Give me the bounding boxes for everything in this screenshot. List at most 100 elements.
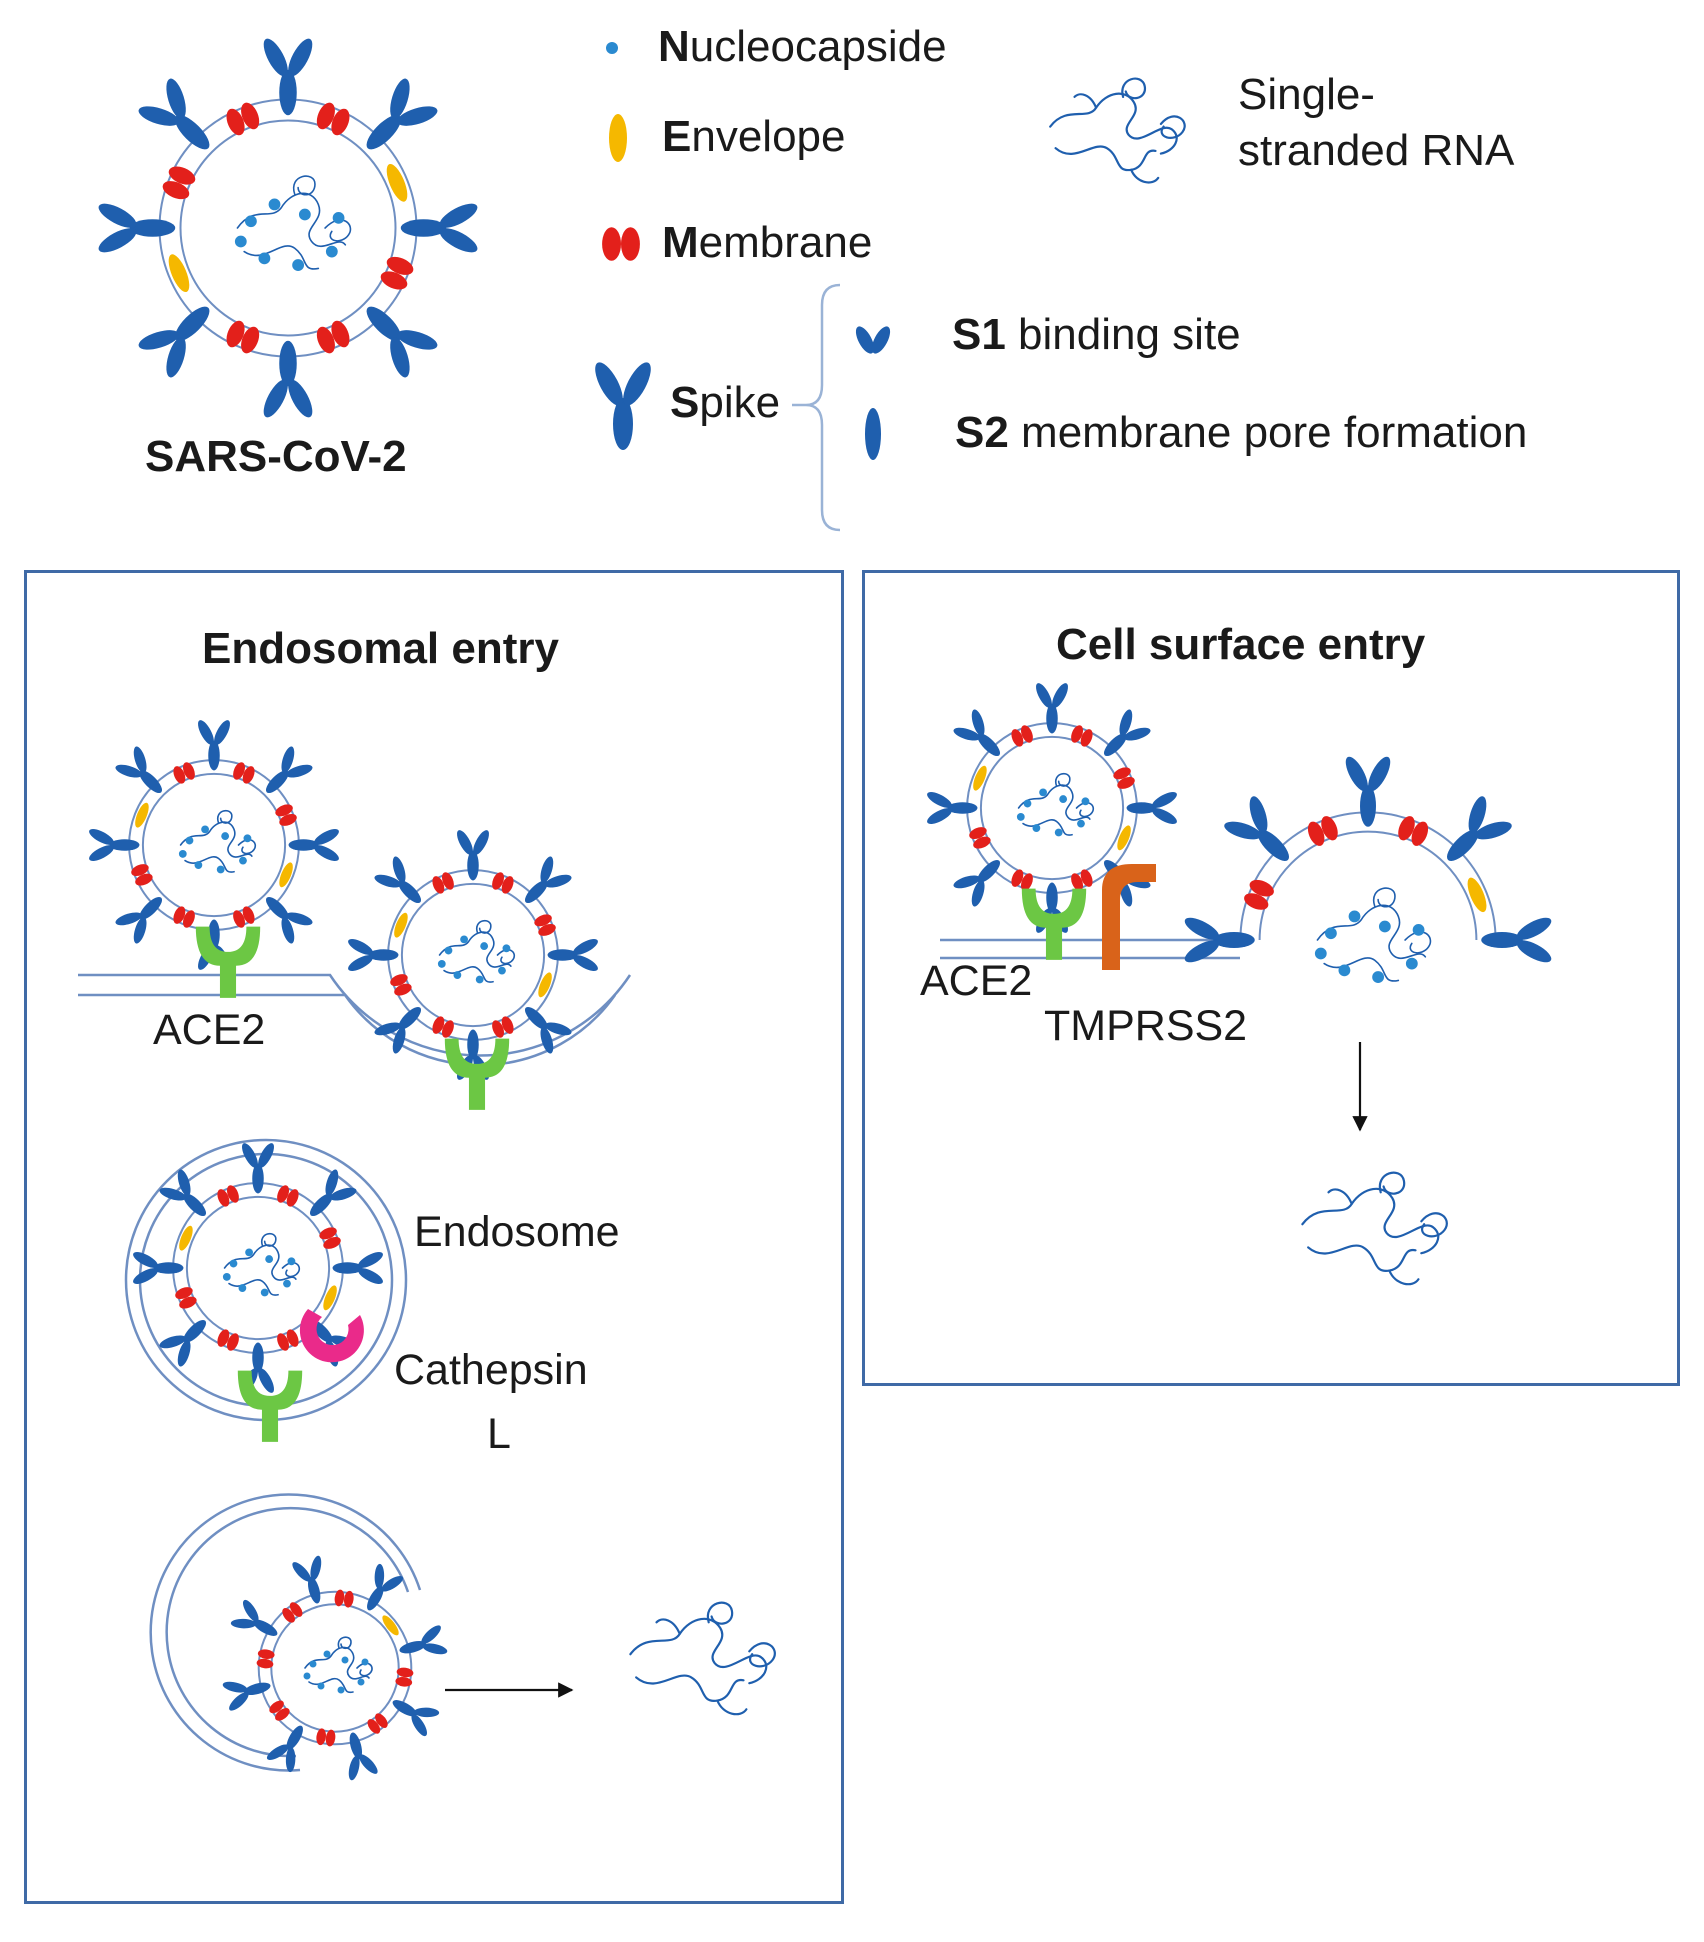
membrane-position — [390, 974, 412, 996]
spike-position — [266, 1725, 303, 1773]
nucleocapsid-dot — [185, 836, 194, 845]
legend-membrane-icon — [602, 227, 640, 261]
membrane-protein-icon — [395, 1667, 414, 1687]
spike-icon — [392, 1700, 440, 1737]
virus-envelope-inner — [979, 735, 1125, 881]
membrane-protein-icon — [969, 827, 991, 849]
membrane-protein-icon — [1244, 879, 1274, 910]
nucleocapsid-dot — [221, 832, 230, 840]
spike-position — [953, 709, 1001, 757]
membrane-position — [1117, 825, 1131, 851]
nucleocapsid-dot — [303, 1672, 311, 1680]
membrane-position — [1398, 816, 1429, 846]
internal-rna-icon — [303, 1636, 373, 1694]
membrane-position — [316, 1728, 336, 1747]
spike-icon — [309, 1169, 357, 1217]
spike-icon — [115, 896, 163, 944]
spike-icon — [524, 1006, 572, 1054]
spike-icon — [348, 939, 399, 971]
spike-position — [927, 792, 978, 824]
spike-position — [198, 720, 230, 771]
spike-position — [524, 856, 572, 904]
membrane-position — [973, 765, 987, 791]
spike-icon — [366, 78, 438, 150]
envelope-protein-icon — [168, 254, 190, 293]
virion-surface-attaching — [927, 683, 1177, 933]
envelope-protein-icon — [382, 1615, 399, 1636]
virion-in-endosome — [133, 1143, 383, 1393]
nucleocapsid-dot — [245, 215, 257, 228]
nucleocapsid-dot — [298, 208, 311, 221]
nucleocapsid-dot — [287, 1257, 296, 1266]
spike-icon — [1036, 683, 1068, 734]
membrane-position — [1244, 879, 1274, 910]
nucleocapsid-dot — [1348, 910, 1361, 923]
membrane-protein-icon — [492, 1016, 514, 1038]
membrane-position — [282, 1602, 303, 1623]
spike-position — [366, 78, 438, 150]
spike-icon — [927, 792, 978, 824]
nucleocapsid-dot — [1059, 795, 1068, 803]
membrane-position — [168, 254, 190, 293]
spike-position — [138, 306, 210, 378]
membrane-position — [316, 320, 350, 354]
nucleocapsid-dot — [245, 1248, 253, 1257]
membrane-position — [256, 1649, 275, 1669]
nucleocapsid-dot — [178, 850, 187, 858]
released-rna-endosomal — [629, 1601, 776, 1716]
spike-position — [159, 1169, 207, 1217]
envelope-protein-icon — [1117, 825, 1131, 851]
nucleocapsid-dot — [1023, 799, 1032, 808]
spike-position — [242, 1143, 274, 1194]
spike-icon — [265, 746, 313, 794]
cathepsin-label-line2: L — [487, 1410, 511, 1458]
legend-s1-label: S1 binding site — [952, 310, 1241, 359]
virion-attaching — [89, 720, 339, 970]
membrane-position — [367, 1713, 388, 1734]
spike-position — [309, 1169, 357, 1217]
nucleocapsid-dot — [260, 1288, 269, 1297]
spike-icon — [399, 1625, 448, 1655]
legend-spike-icon — [595, 362, 651, 450]
nucleocapsid-dot — [1412, 923, 1425, 936]
nucleocapsid-dot — [265, 1255, 274, 1263]
envelope-protein-icon — [279, 862, 293, 888]
spike-icon — [367, 1563, 404, 1611]
membrane-protein-icon — [275, 804, 297, 826]
spike-position — [265, 896, 313, 944]
nucleocapsid-dot — [1314, 947, 1327, 960]
nucleocapsid-dot — [317, 1682, 325, 1690]
membrane-position — [334, 1589, 354, 1608]
spike-position — [392, 1700, 440, 1737]
spike-position — [1036, 683, 1068, 734]
membrane-position — [226, 320, 260, 354]
membrane-position — [380, 256, 414, 290]
spike-position — [374, 1006, 422, 1054]
spike-position — [524, 1006, 572, 1054]
membrane-position — [1113, 767, 1135, 789]
membrane-protein-icon — [380, 256, 414, 290]
nucleocapsid-dot — [1325, 927, 1337, 940]
nucleocapsid-dot — [292, 259, 305, 271]
membrane-protein-icon — [492, 872, 514, 894]
legend-spike-label: Spike — [670, 378, 781, 427]
nucleocapsid-dot — [258, 252, 271, 265]
spike-position — [1126, 792, 1177, 824]
membrane-protein-icon — [1011, 869, 1033, 891]
envelope-protein-icon — [1467, 877, 1487, 913]
membrane-protein-icon — [316, 320, 350, 354]
legend-spike-bracket — [805, 283, 841, 532]
membrane-protein-icon — [233, 906, 255, 928]
endosome-label: Endosome — [414, 1208, 620, 1256]
cathepsin-label-line1: Cathepsin — [394, 1346, 588, 1394]
spike-icon — [1224, 796, 1290, 862]
spike-icon — [288, 829, 339, 861]
spike-position — [1345, 756, 1391, 827]
membrane-protein-icon — [1398, 816, 1429, 846]
virus-label: SARS-CoV-2 — [145, 432, 407, 481]
membrane-protein-icon — [162, 166, 196, 200]
spike-icon — [524, 856, 572, 904]
ace2-receptor-surface — [1021, 888, 1087, 960]
nucleocapsid-dot — [1016, 813, 1025, 821]
spike-icon — [1184, 917, 1255, 963]
